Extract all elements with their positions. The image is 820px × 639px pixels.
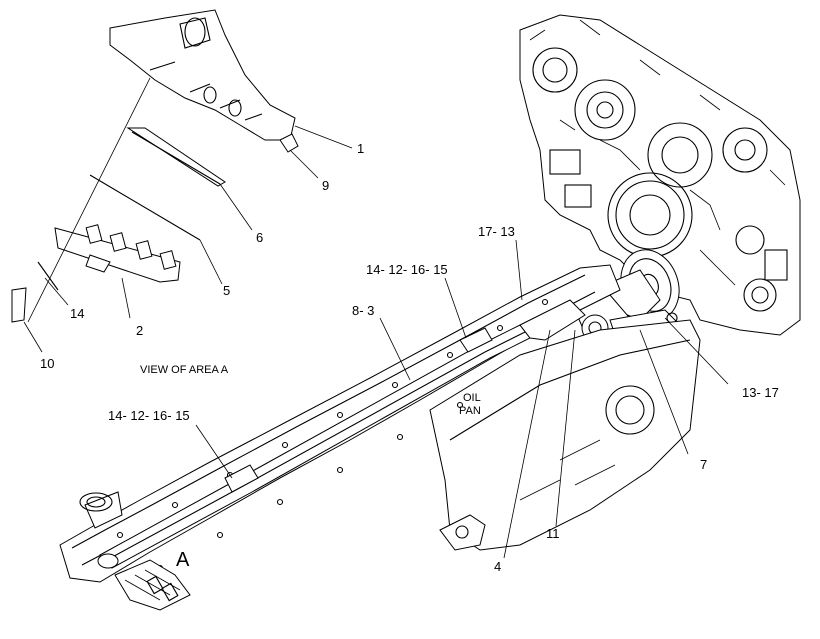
callout-14: 14	[70, 306, 84, 321]
callout-7: 7	[700, 457, 707, 472]
callout-14-12-16-15-left: 14- 12- 16- 15	[108, 408, 190, 423]
callout-13-17: 13- 17	[742, 385, 779, 400]
oil-label: OIL	[463, 392, 481, 404]
view-of-area-a-caption: VIEW OF AREA A	[140, 364, 229, 376]
callout-4: 4	[494, 559, 501, 574]
callout-2: 2	[136, 323, 143, 338]
callouts: 1 9 6 5 14 2 10 VIEW OF AREA A 17- 13 14…	[40, 141, 779, 574]
callout-10: 10	[40, 356, 54, 371]
leader-lines	[23, 77, 729, 559]
suction-tube	[79, 299, 586, 569]
exploded-parts	[11, 9, 299, 323]
area-a-detail	[114, 559, 191, 611]
callout-1: 1	[357, 141, 364, 156]
engine-front-housing	[519, 14, 801, 336]
callout-14-12-16-15-top: 14- 12- 16- 15	[366, 262, 448, 277]
callout-9: 9	[322, 178, 329, 193]
callout-6: 6	[256, 230, 263, 245]
callout-8-3: 8- 3	[352, 303, 374, 318]
area-a-marker: A	[176, 549, 190, 571]
callout-5: 5	[223, 283, 230, 298]
callout-17-13: 17- 13	[478, 224, 515, 239]
callout-11: 11	[546, 526, 560, 541]
pan-label: PAN	[459, 405, 481, 417]
